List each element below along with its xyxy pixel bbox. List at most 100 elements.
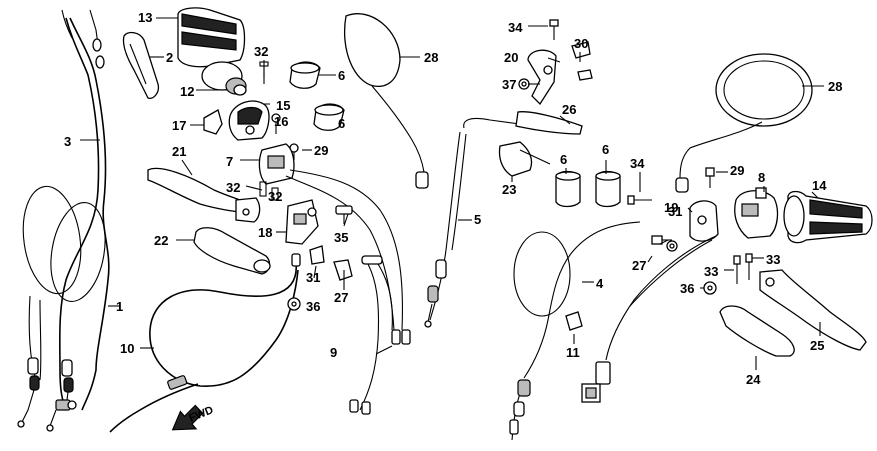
throttle-cable-ends — [17, 357, 77, 432]
clutch-lever-21 — [147, 167, 261, 223]
clamp-6d — [595, 170, 621, 208]
callout-10: 10 — [120, 341, 134, 356]
callout-6d: 6 — [602, 142, 609, 157]
nut-36b — [703, 281, 717, 295]
callout-32c: 32 — [268, 189, 282, 204]
holder-11 — [565, 311, 583, 331]
callout-7: 7 — [226, 154, 233, 169]
cable-9 — [349, 255, 411, 415]
callout-32a: 32 — [254, 44, 268, 59]
callout-26: 26 — [562, 102, 576, 117]
callout-16: 16 — [274, 114, 288, 129]
fwd-arrow: FWD — [171, 404, 215, 431]
bolts-32-lower — [259, 181, 279, 201]
callout-34b: 34 — [630, 156, 645, 171]
switch-wiring — [581, 235, 717, 403]
callout-32b: 32 — [226, 180, 240, 195]
callout-15: 15 — [276, 98, 290, 113]
callout-14: 14 — [812, 178, 827, 193]
lever-cover-2 — [122, 31, 160, 99]
callout-21: 21 — [172, 144, 186, 159]
bolt-32-top — [259, 61, 269, 84]
clutch-cable-10 — [109, 253, 301, 433]
callout-33b: 33 — [766, 252, 780, 267]
cap-30 — [571, 41, 593, 81]
switch-assembly-8 — [734, 187, 779, 239]
bolt-27a — [333, 259, 353, 284]
callout-numbers: 1 2 3 4 5 6 6 6 6 7 8 9 10 11 12 13 14 1… — [64, 10, 842, 387]
screw-34a — [549, 19, 559, 40]
callout-23: 23 — [502, 182, 516, 197]
callout-18: 18 — [258, 225, 272, 240]
brake-cable-4 — [509, 221, 641, 441]
screw-29b — [705, 167, 715, 188]
callout-27a: 27 — [334, 290, 348, 305]
bolt-16 — [271, 113, 281, 134]
mirror-left — [344, 13, 429, 189]
callout-4: 4 — [596, 276, 604, 291]
callout-12: 12 — [180, 84, 194, 99]
lever-26 — [515, 111, 583, 135]
callout-28b: 28 — [828, 79, 842, 94]
callout-29b: 29 — [730, 163, 744, 178]
clamp-6c — [555, 170, 581, 208]
screw-27b — [666, 240, 678, 252]
callout-20: 20 — [504, 50, 518, 65]
throttle-grip — [177, 7, 247, 96]
callout-28a: 28 — [424, 50, 438, 65]
callout-33a: 33 — [704, 264, 718, 279]
callout-36a: 36 — [306, 299, 320, 314]
mirror-right — [675, 53, 813, 193]
choke-cable-5 — [424, 117, 521, 328]
callout-30: 30 — [574, 36, 588, 51]
nut-36a — [287, 297, 301, 311]
callout-25: 25 — [810, 338, 824, 353]
lever-bracket-19 — [689, 200, 719, 242]
callout-6c: 6 — [560, 152, 567, 167]
callout-36b: 36 — [680, 281, 694, 296]
holder-31a — [309, 245, 325, 265]
leader-lines-right — [458, 25, 824, 370]
callout-17: 17 — [172, 118, 186, 133]
bolt-34b — [627, 195, 652, 205]
callout-1: 1 — [116, 299, 123, 314]
callout-2: 2 — [166, 50, 173, 65]
callout-27b: 27 — [632, 258, 646, 273]
callout-35: 35 — [334, 230, 348, 245]
callout-34a: 34 — [508, 20, 523, 35]
throttle-cable-1 — [58, 9, 105, 411]
brake-lever-25 — [759, 269, 867, 351]
callout-31b: 31 — [668, 204, 682, 219]
callout-6a: 6 — [338, 68, 345, 83]
callout-11: 11 — [566, 345, 580, 360]
bolt-35 — [335, 205, 353, 224]
clutch-switch-18 — [285, 199, 319, 245]
clamp-6a — [289, 61, 321, 89]
callout-13: 13 — [138, 10, 152, 25]
callout-37: 37 — [502, 77, 516, 92]
callout-5: 5 — [474, 212, 481, 227]
bracket-20 — [527, 49, 557, 106]
callout-31a: 31 — [306, 270, 320, 285]
switch-assembly-7 — [258, 143, 404, 331]
nut-37 — [518, 78, 530, 90]
clamp-6b — [313, 103, 345, 131]
bracket-23 — [498, 141, 551, 177]
callout-24: 24 — [746, 372, 761, 387]
switch-plate-17 — [203, 109, 223, 135]
callout-29a: 29 — [314, 143, 328, 158]
callout-19: 19 — [664, 200, 678, 215]
callout-8: 8 — [758, 170, 765, 185]
fwd-label: FWD — [187, 404, 215, 425]
throttle-cable-3 — [69, 9, 110, 411]
callout-3: 3 — [64, 134, 71, 149]
bolts-33 — [733, 253, 753, 284]
switch-housing-15 — [228, 100, 270, 141]
right-grip-14 — [783, 190, 873, 244]
callout-6b: 6 — [338, 116, 345, 131]
lever-cover-22 — [193, 227, 271, 275]
callout-22: 22 — [154, 233, 168, 248]
callout-9: 9 — [330, 345, 337, 360]
lever-cover-24 — [719, 305, 795, 357]
